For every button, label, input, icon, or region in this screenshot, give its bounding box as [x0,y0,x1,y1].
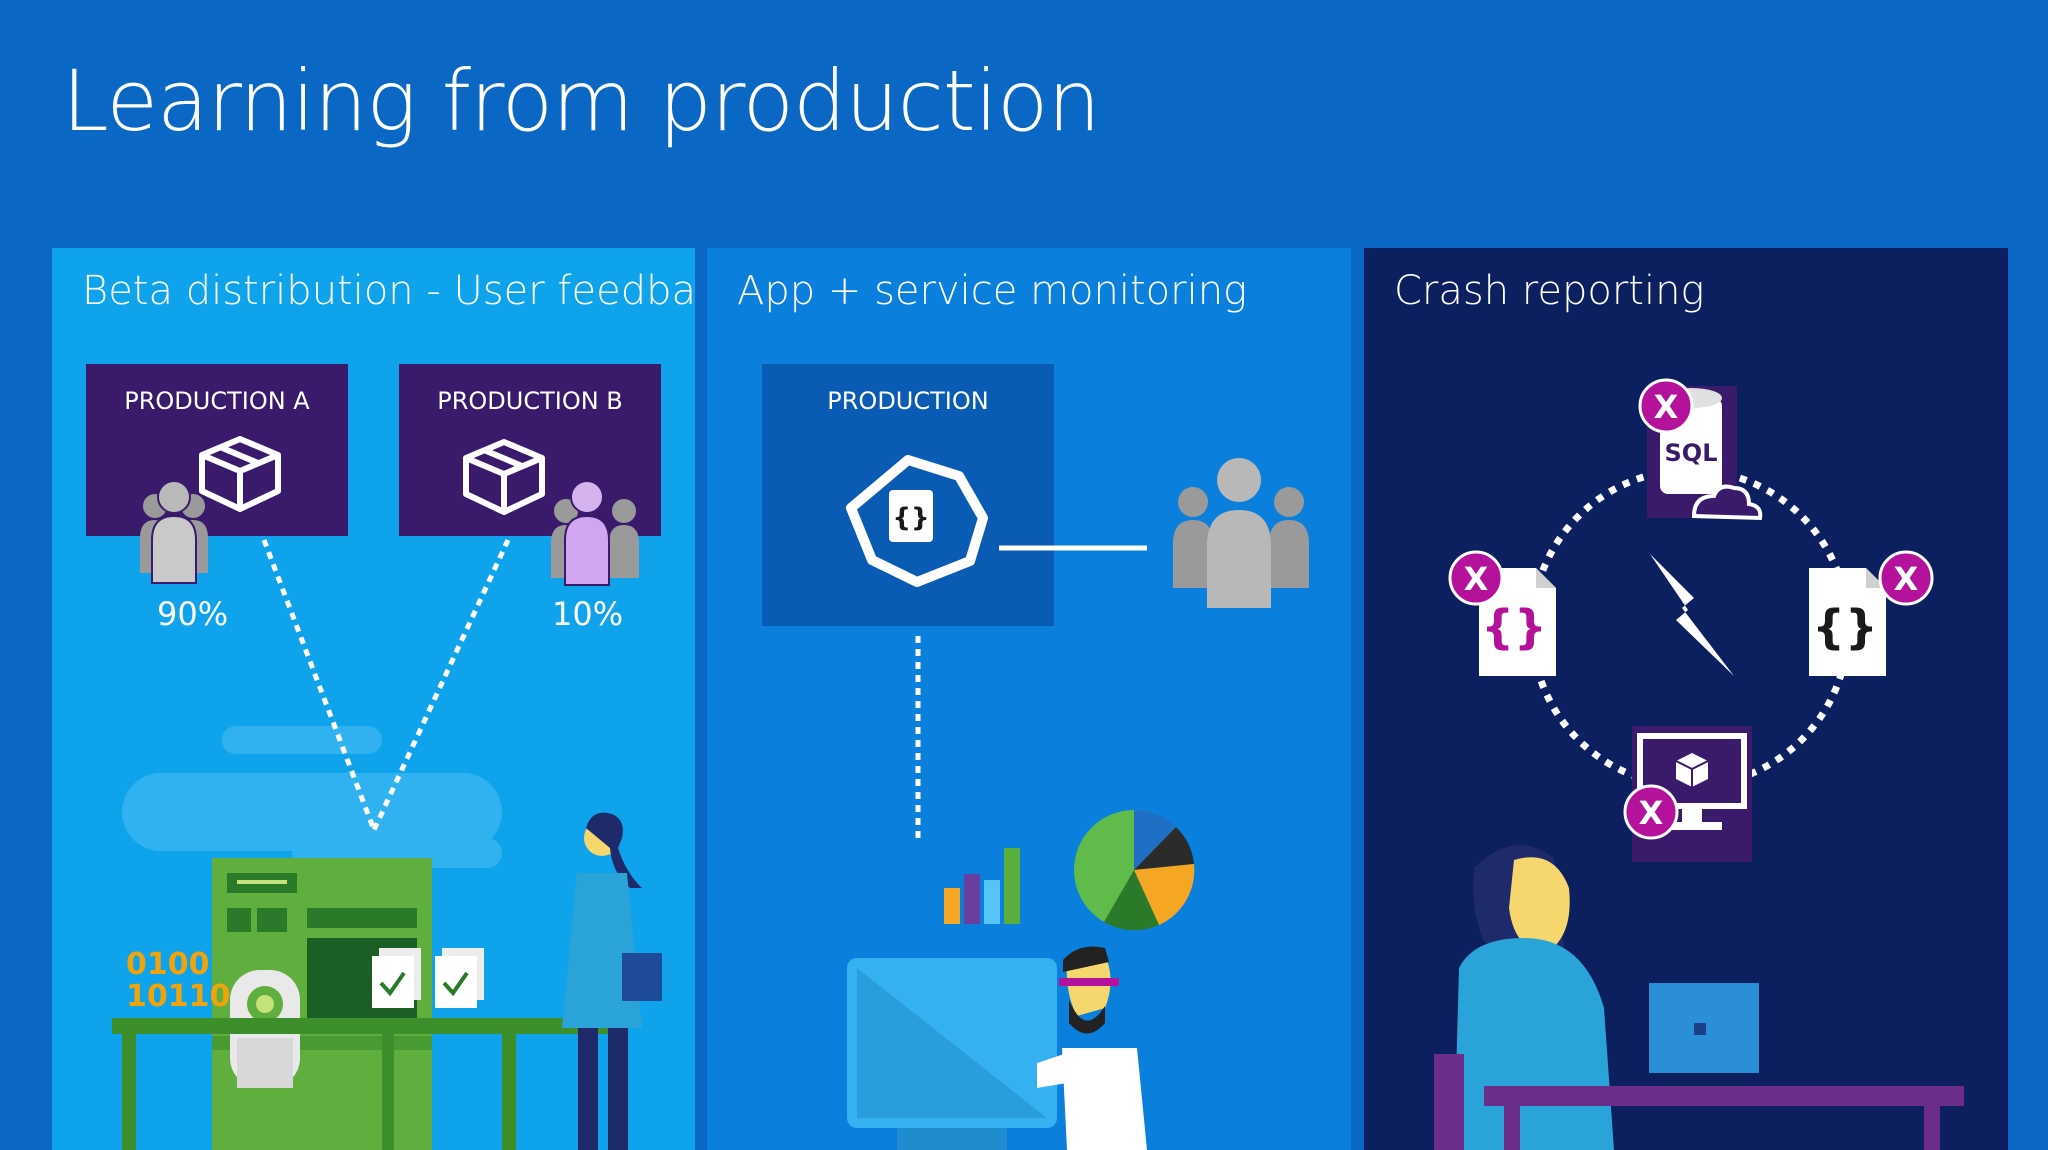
svg-text:X: X [1654,388,1679,426]
sql-label: SQL [1665,439,1718,467]
code-symbol: {} [1812,600,1878,654]
binary-line-2: 10110 [126,979,230,1014]
support-person [1434,845,1964,1150]
panel-monitoring: App + service monitoring PRODUCTION {} [707,248,1351,1150]
user-group-icon [1173,458,1309,608]
split-b-percent: 10% [552,595,623,633]
cloud-shapes [122,726,502,868]
code-symbol: {} [1481,600,1547,654]
panel-beta-distribution: Beta distribution - User feedback PRODUC… [52,248,695,1150]
approved-document-icon [435,948,484,1008]
binary-line-1: 0100 [126,947,210,982]
error-badge: X [1638,378,1694,434]
distribution-connector [261,538,511,832]
production-a-label: PRODUCTION A [124,387,310,415]
monitor-icon [847,958,1057,1150]
beta-illustration: PRODUCTION A PRODUCTION B [86,364,662,1150]
svg-text:X: X [1894,560,1919,598]
code-file-icon: {} [1809,568,1886,676]
user-group-icon [140,480,208,584]
slide-title: Learning from production [62,52,1101,150]
error-badge: X [1623,784,1679,840]
package-icon [463,439,545,515]
crash-illustration: SQL {} {} [1434,378,1964,1150]
panel-heading-crash: Crash reporting [1394,268,1705,314]
error-badge: X [1878,550,1934,606]
developer-person [1037,946,1147,1150]
lightning-icon [1650,554,1734,676]
production-label: PRODUCTION [827,387,988,415]
error-badge: X [1448,550,1504,606]
user-group-icon [551,480,639,586]
pie-chart-icon [1074,809,1195,931]
panel-crash-reporting: Crash reporting SQL {} {} [1364,248,2008,1150]
svg-text:X: X [1464,560,1489,598]
build-machine [112,858,612,1150]
panel-heading-beta: Beta distribution - User feedback [82,268,695,314]
svg-text:X: X [1639,794,1664,832]
production-a-box: PRODUCTION A [86,364,348,536]
code-file-icon: {} [1479,568,1556,676]
approved-document-icon [372,948,421,1008]
package-icon [199,436,281,512]
code-service-icon: {} [846,455,988,587]
production-box: PRODUCTION {} [762,364,1054,626]
panel-heading-monitoring: App + service monitoring [737,268,1248,314]
bar-chart-icon [944,848,1020,924]
tester-person [562,812,662,1150]
code-symbol: {} [892,503,929,533]
cloud-icon [1691,484,1763,521]
production-b-label: PRODUCTION B [437,387,623,415]
monitoring-illustration: PRODUCTION {} [762,364,1309,1150]
package-icon [1675,753,1709,787]
split-a-percent: 90% [157,595,228,633]
